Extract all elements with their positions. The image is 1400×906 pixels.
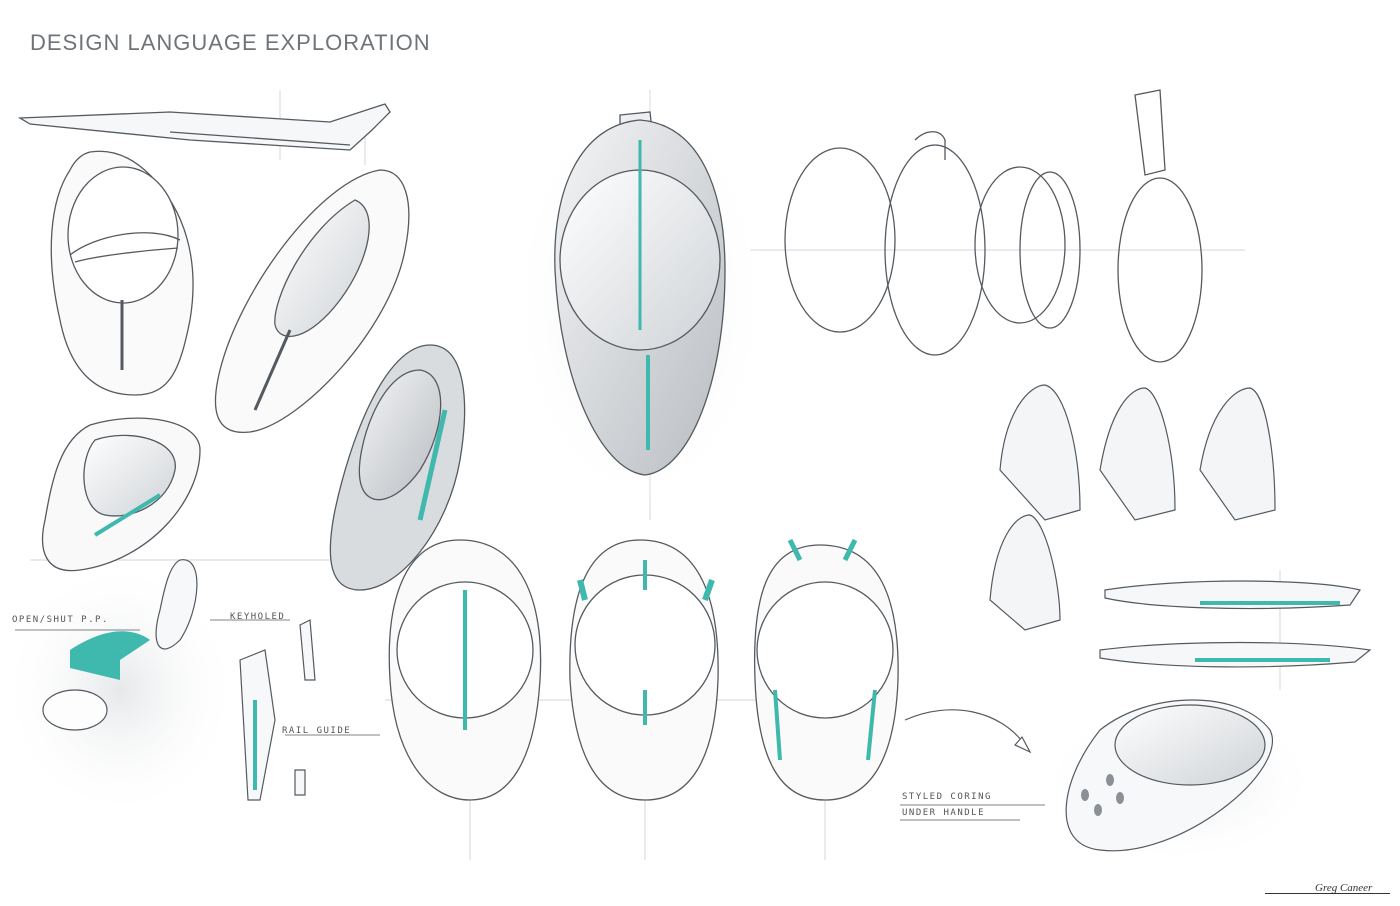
clip-details: [989, 384, 1276, 631]
open-shut-illustration: [0, 559, 316, 820]
annotation-open-shut: OPEN/SHUT P.P.: [12, 615, 109, 625]
pod-front-view-2: [569, 539, 719, 801]
side-profile-top: [17, 103, 391, 151]
pod-front-left: [50, 150, 194, 396]
signature-line: [1265, 893, 1390, 894]
annotation-keyholed: KEYHOLED: [230, 612, 286, 622]
exploded-rings: [784, 89, 1203, 363]
page-title: DESIGN LANGUAGE EXPLORATION: [30, 30, 431, 55]
annotation-styled-coring: STYLED CORING: [902, 792, 992, 802]
bottom-right-render: [904, 695, 1320, 865]
annotation-under-handle: UNDER HANDLE: [902, 808, 986, 818]
annotation-rail-guide: RAIL GUIDE: [282, 726, 352, 736]
pod-main-render: [510, 90, 770, 510]
pod-angled-tall: [214, 169, 410, 434]
pod-front-views: [388, 538, 899, 801]
annotation-lines: [15, 619, 1045, 821]
pod-front-view-1: [388, 539, 542, 801]
side-profiles-right: [1099, 580, 1372, 668]
signature: Greg Caneer: [1315, 882, 1373, 894]
pod-angled-small: [41, 417, 201, 572]
pod-angled-grey: [329, 344, 466, 591]
pod-front-view-3: [753, 538, 899, 801]
